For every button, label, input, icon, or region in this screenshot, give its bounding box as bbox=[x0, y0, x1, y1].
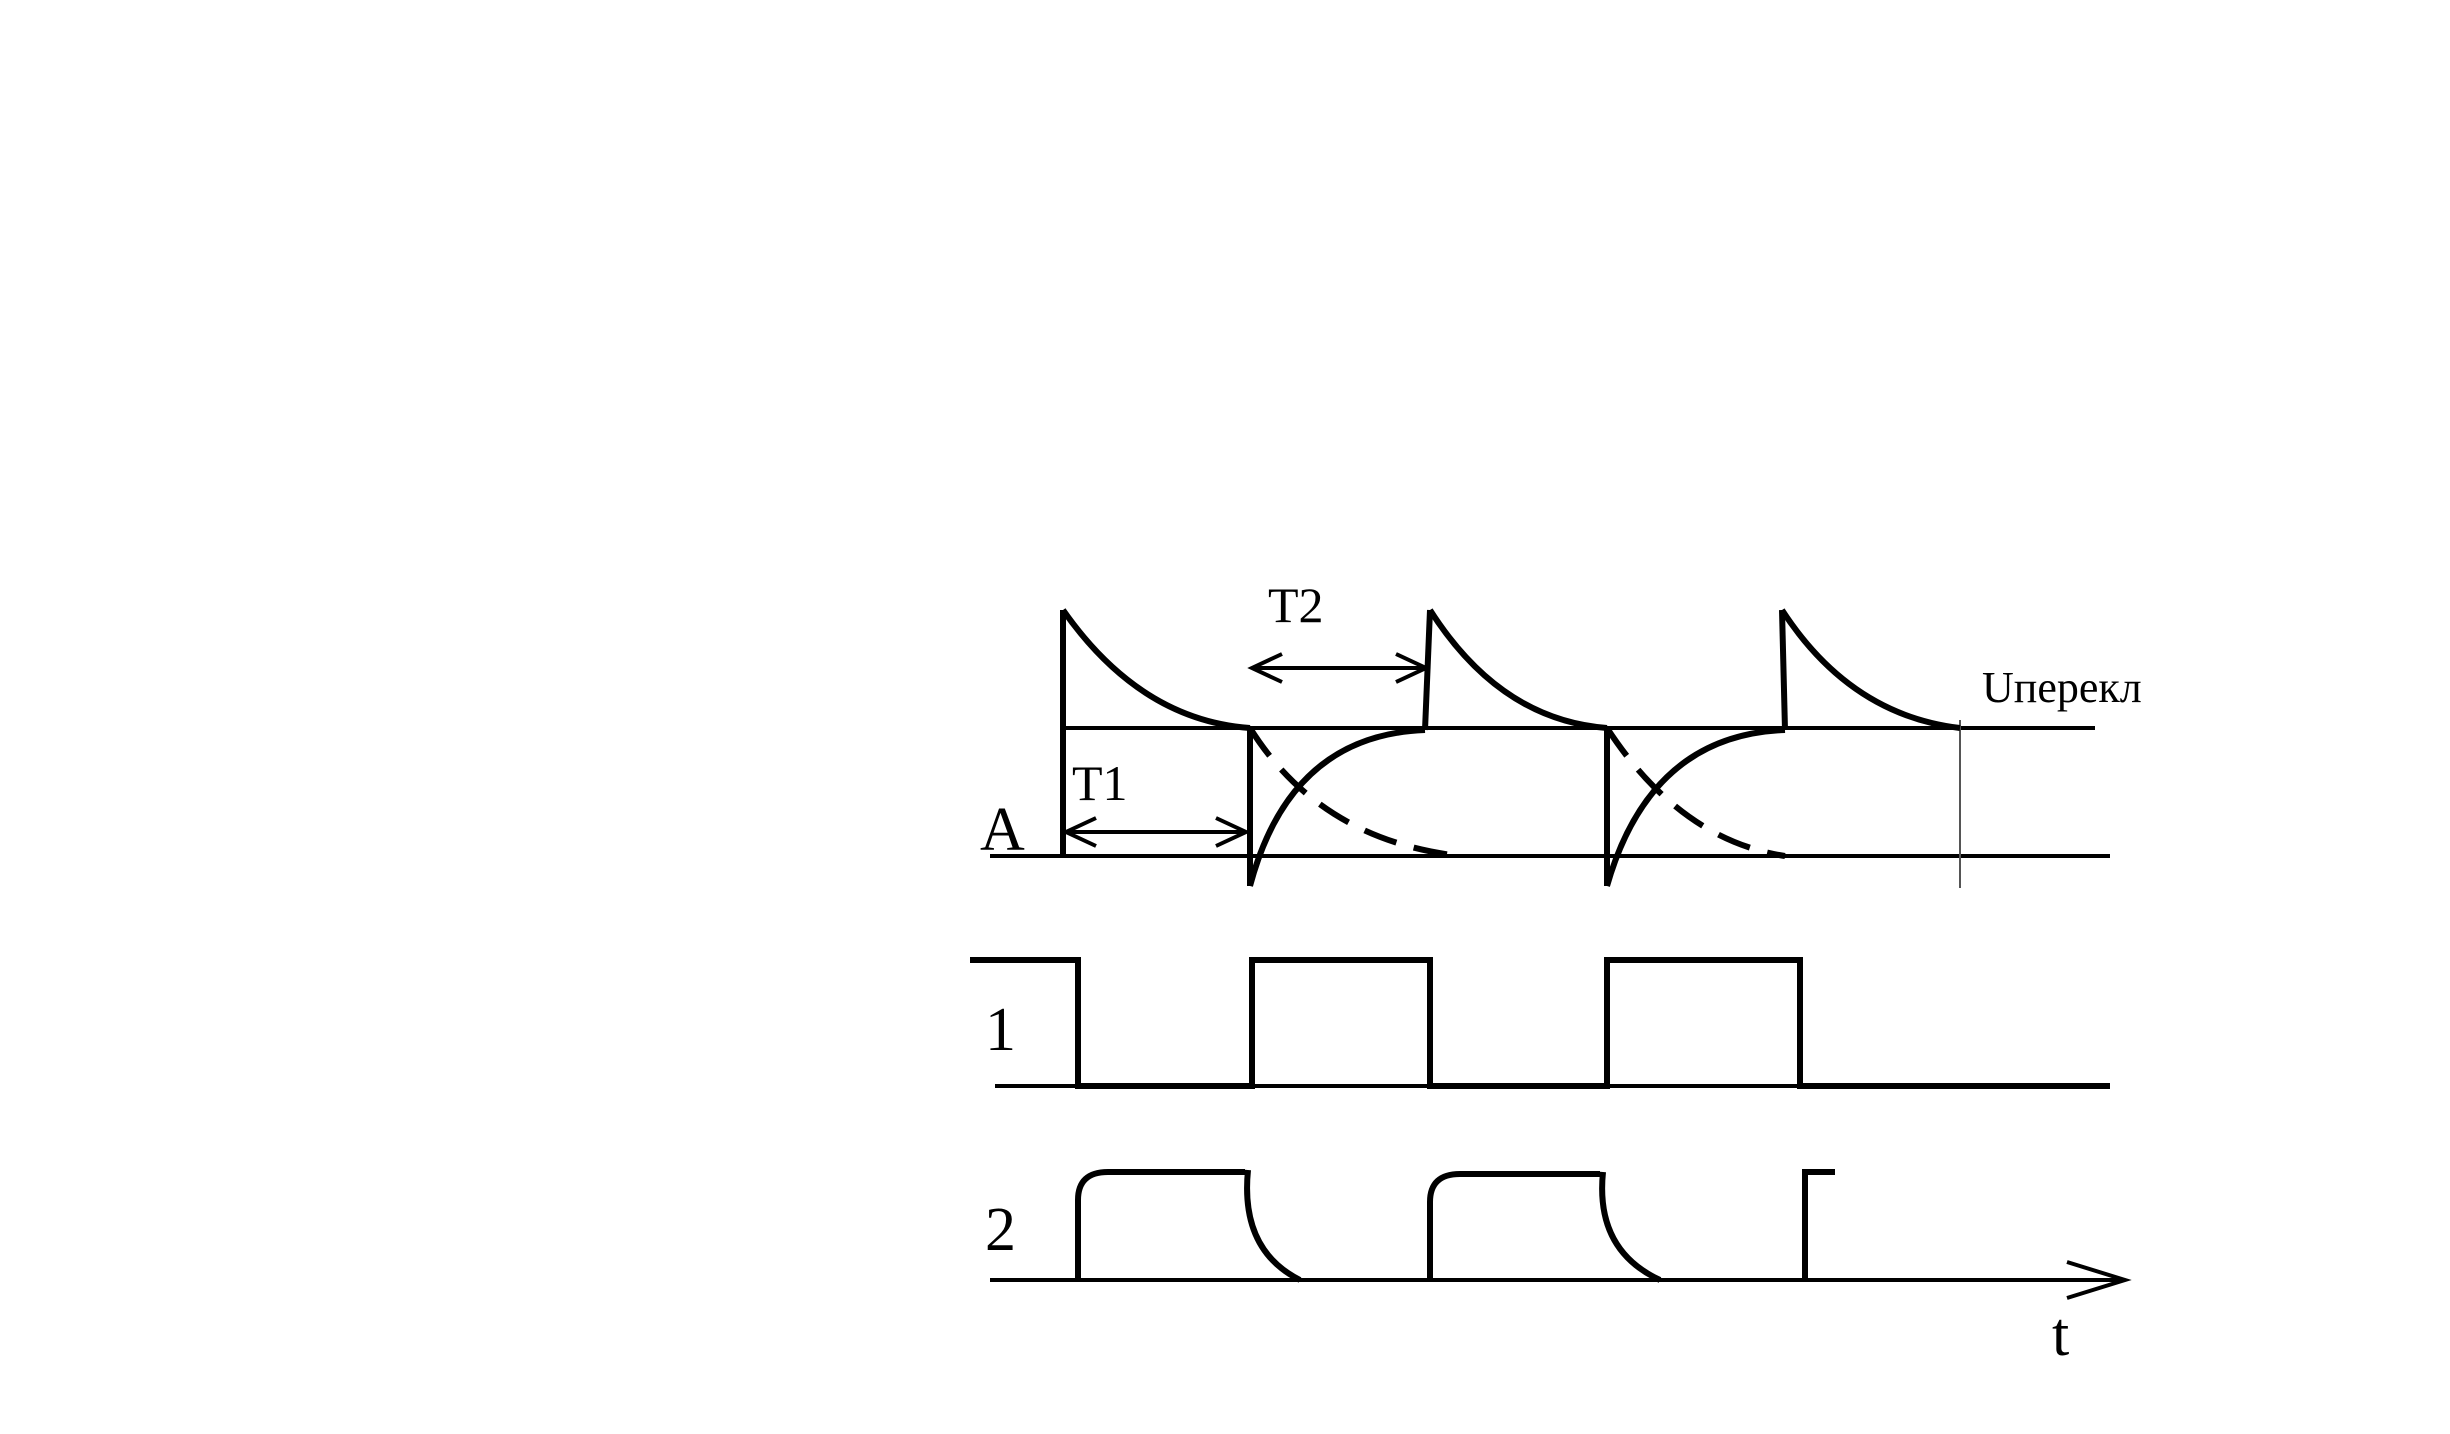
label-time-axis: t bbox=[2052, 1301, 2069, 1369]
signal-a-dashed-decay-1 bbox=[1247, 726, 1461, 859]
t1-arrow-head-left bbox=[1061, 816, 1097, 848]
signal-2-pulse-3 bbox=[1802, 1169, 1835, 1280]
t1-arrow-head-right bbox=[1215, 816, 1251, 848]
signal-a-group: A T1 T2 Uперекл bbox=[980, 577, 2142, 888]
signal-2-pulse-1 bbox=[1075, 1169, 1245, 1280]
label-t1: T1 bbox=[1072, 755, 1128, 811]
signal-a-discharge-2 bbox=[1427, 608, 1608, 731]
signal-a-charge-1 bbox=[1247, 727, 1426, 887]
signal-2-group: 2 t bbox=[985, 1169, 2132, 1369]
signal-1-waveform bbox=[970, 957, 2110, 1089]
t2-arrow-head-left bbox=[1247, 652, 1283, 684]
label-signal-a: A bbox=[980, 796, 1025, 864]
signal-2-fall-2 bbox=[1599, 1171, 1662, 1283]
signal-2-pulse-2 bbox=[1427, 1171, 1600, 1280]
signal-a-discharge-1 bbox=[1060, 608, 1251, 731]
signal-1-group: 1 bbox=[970, 957, 2110, 1089]
signal-2-fall-1 bbox=[1244, 1169, 1302, 1283]
label-signal-2: 2 bbox=[985, 1196, 1016, 1264]
signal-a-jump-3 bbox=[1779, 609, 1788, 731]
label-t2: T2 bbox=[1268, 577, 1324, 633]
signal-a-charge-2 bbox=[1604, 727, 1786, 887]
time-axis-arrow-head bbox=[2066, 1260, 2132, 1300]
label-threshold: Uперекл bbox=[1982, 663, 2142, 712]
signal-a-discharge-3 bbox=[1779, 608, 1961, 731]
signal-a-jump-2 bbox=[1422, 609, 1433, 731]
signal-a-dashed-decay-2 bbox=[1604, 726, 1786, 859]
t2-arrow-head-right bbox=[1395, 652, 1431, 684]
label-signal-1: 1 bbox=[985, 996, 1016, 1064]
